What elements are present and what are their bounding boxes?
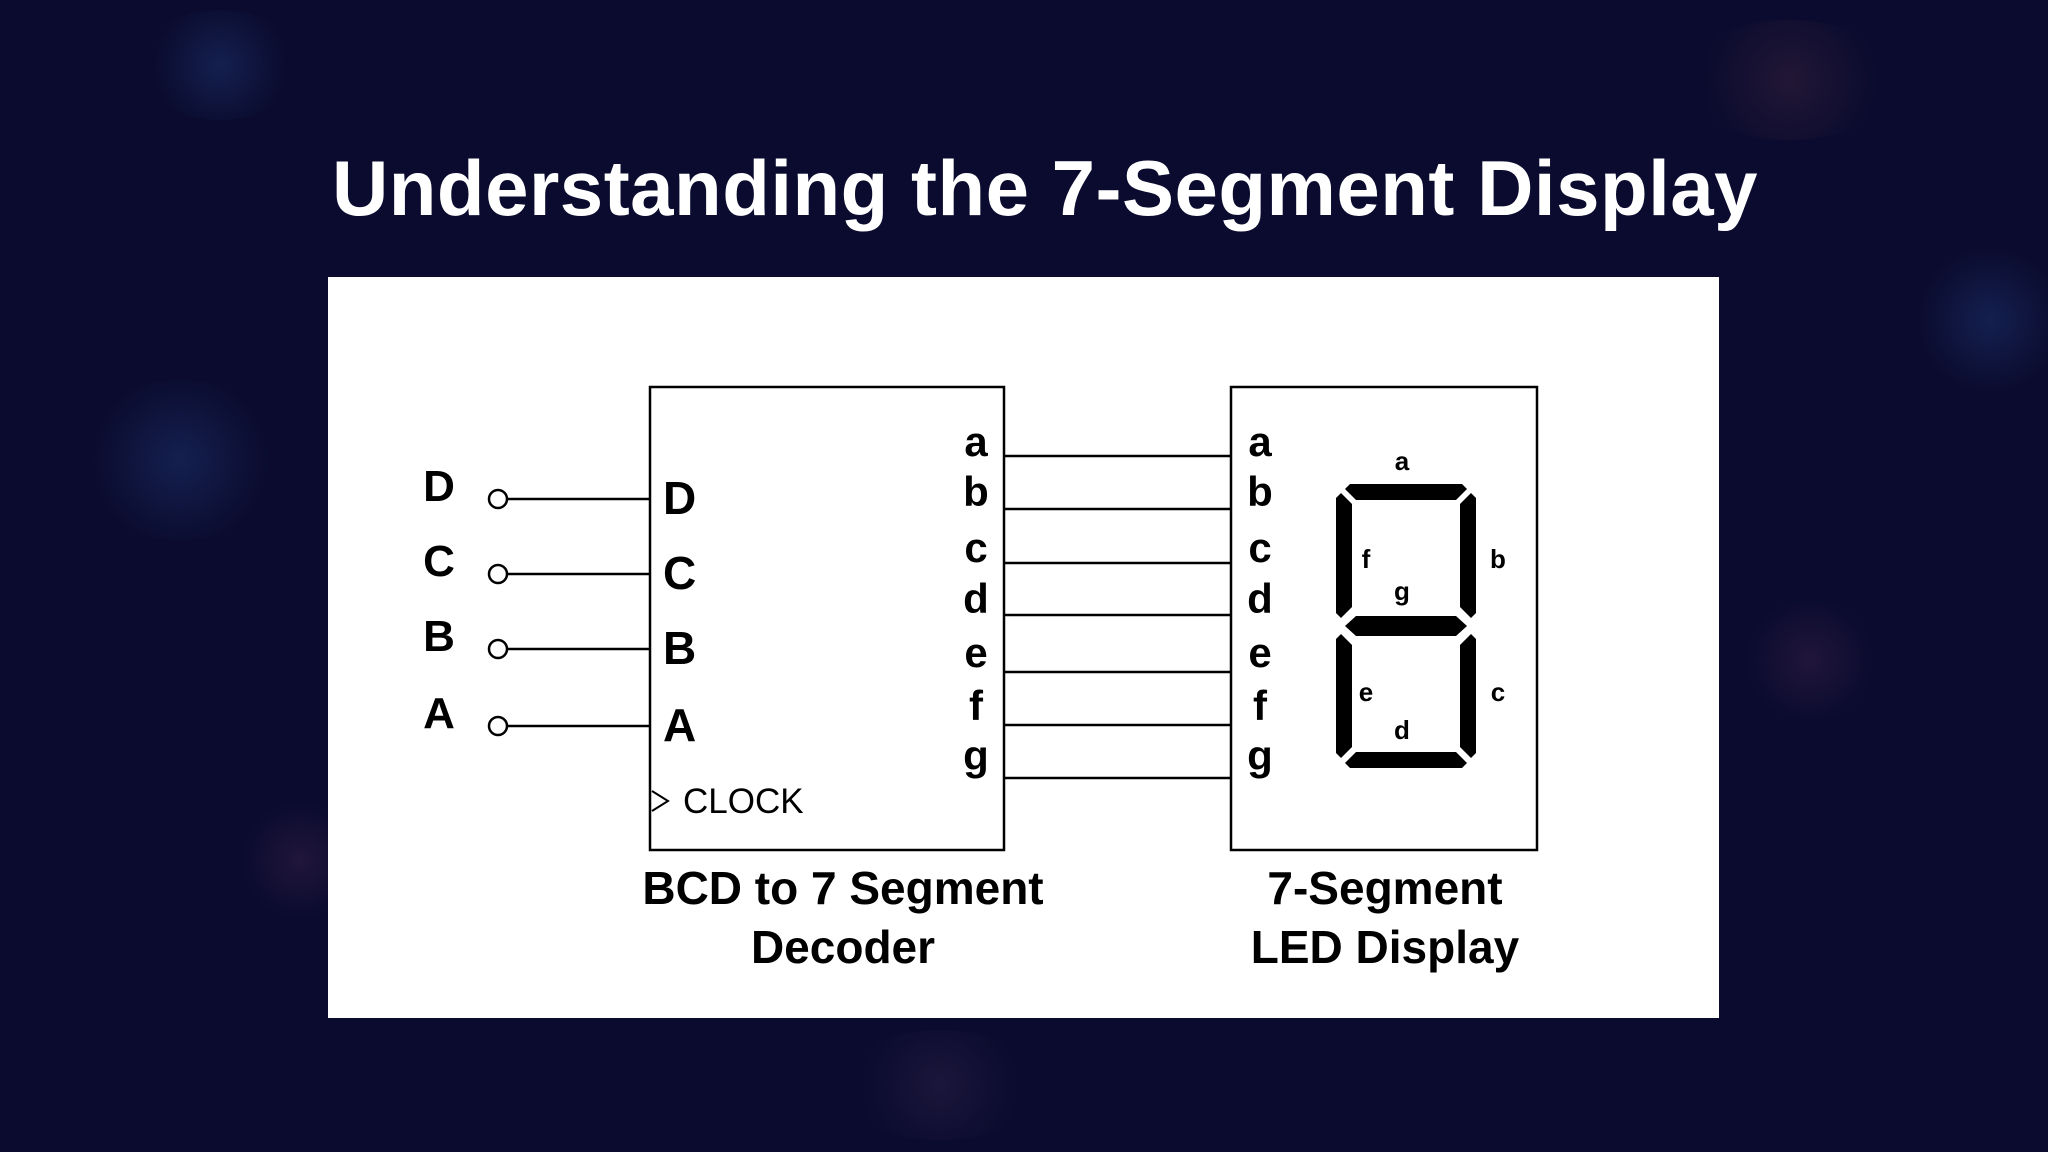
input-label-a: A (423, 689, 455, 738)
segment-c (1460, 634, 1476, 758)
display-block: a b c d e f g a b f g e c d 7 (1229, 385, 1539, 973)
slide-title: Understanding the 7-Segment Display (331, 144, 1759, 232)
input-terminal-d (487, 488, 509, 510)
clock-triangle-icon (651, 790, 670, 812)
segment-label-g: g (1394, 576, 1410, 606)
segment-label-f: f (1362, 544, 1371, 574)
external-inputs: D C B A (423, 462, 650, 738)
display-pin-d: d (1247, 575, 1273, 622)
input-terminal-c (487, 563, 509, 585)
segment-f (1336, 493, 1352, 618)
decoder-caption-line2: Decoder (751, 921, 935, 973)
bokeh-dot-5 (1740, 600, 1880, 720)
decoder-box (648, 385, 1006, 852)
bokeh-dot-3 (1680, 20, 1900, 140)
decoder-output-a: a (964, 418, 988, 465)
input-label-c: C (423, 537, 455, 586)
decoder-pin-a: A (663, 699, 696, 751)
input-label-b: B (423, 612, 455, 661)
segment-label-d: d (1394, 715, 1410, 745)
bokeh-dot-2 (80, 380, 280, 540)
bokeh-dot-4 (1920, 240, 2048, 400)
segment-b (1460, 493, 1476, 618)
bokeh-dot-1 (140, 10, 300, 120)
decoder-output-b: b (963, 468, 989, 515)
decoder-output-g: g (963, 732, 989, 779)
segment-label-a: a (1395, 446, 1410, 476)
decoder-output-f: f (969, 682, 984, 729)
display-caption-line1: 7-Segment (1267, 862, 1502, 914)
display-pin-f: f (1253, 682, 1268, 729)
segment-a (1345, 484, 1467, 500)
decoder-pin-d: D (663, 472, 696, 524)
decoder-clock-label: CLOCK (683, 782, 804, 821)
segment-label-c: c (1491, 677, 1505, 707)
display-box (1229, 385, 1539, 852)
decoder-caption-line1: BCD to 7 Segment (642, 862, 1043, 914)
bcd-decoder-diagram: D C B A D C B A CLOCK a b c d (423, 385, 1539, 973)
bokeh-dot-7 (840, 1030, 1040, 1140)
segment-label-e: e (1359, 677, 1373, 707)
diagram-panel: D C B A D C B A CLOCK a b c d (328, 277, 1719, 1018)
segment-g (1345, 616, 1467, 636)
display-pin-b: b (1247, 468, 1273, 515)
segment-wires (1004, 454, 1231, 780)
segment-d (1345, 752, 1467, 768)
decoder-output-e: e (964, 629, 987, 676)
display-pin-c: c (1248, 524, 1271, 571)
input-label-d: D (423, 462, 455, 511)
seven-segment-digit (1336, 484, 1476, 768)
display-pin-e: e (1248, 629, 1271, 676)
segment-e (1336, 634, 1352, 758)
display-pin-g: g (1247, 732, 1273, 779)
decoder-pin-c: C (663, 547, 696, 599)
input-terminal-b (487, 638, 509, 660)
display-pin-a: a (1248, 418, 1272, 465)
input-terminal-a (487, 715, 509, 737)
decoder-output-d: d (963, 575, 989, 622)
display-caption-line2: LED Display (1251, 921, 1520, 973)
segment-label-b: b (1490, 544, 1506, 574)
decoder-pin-b: B (663, 622, 696, 674)
decoder-block: D C B A CLOCK a b c d e f g BCD to 7 Seg… (642, 385, 1044, 973)
decoder-output-c: c (964, 524, 987, 571)
